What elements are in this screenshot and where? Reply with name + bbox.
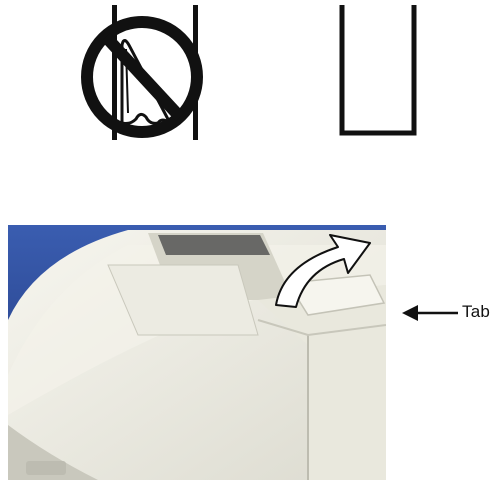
paper-path-icon <box>342 5 414 133</box>
correct-paper-figure <box>330 5 420 140</box>
prohibited-paper-figure <box>70 5 215 140</box>
printer-photo <box>8 225 386 480</box>
tab-callout-arrow <box>400 300 460 326</box>
prohibited-icon <box>87 5 198 140</box>
printer-cover-icon <box>8 225 386 480</box>
tab-callout-label: Tab <box>462 302 490 322</box>
